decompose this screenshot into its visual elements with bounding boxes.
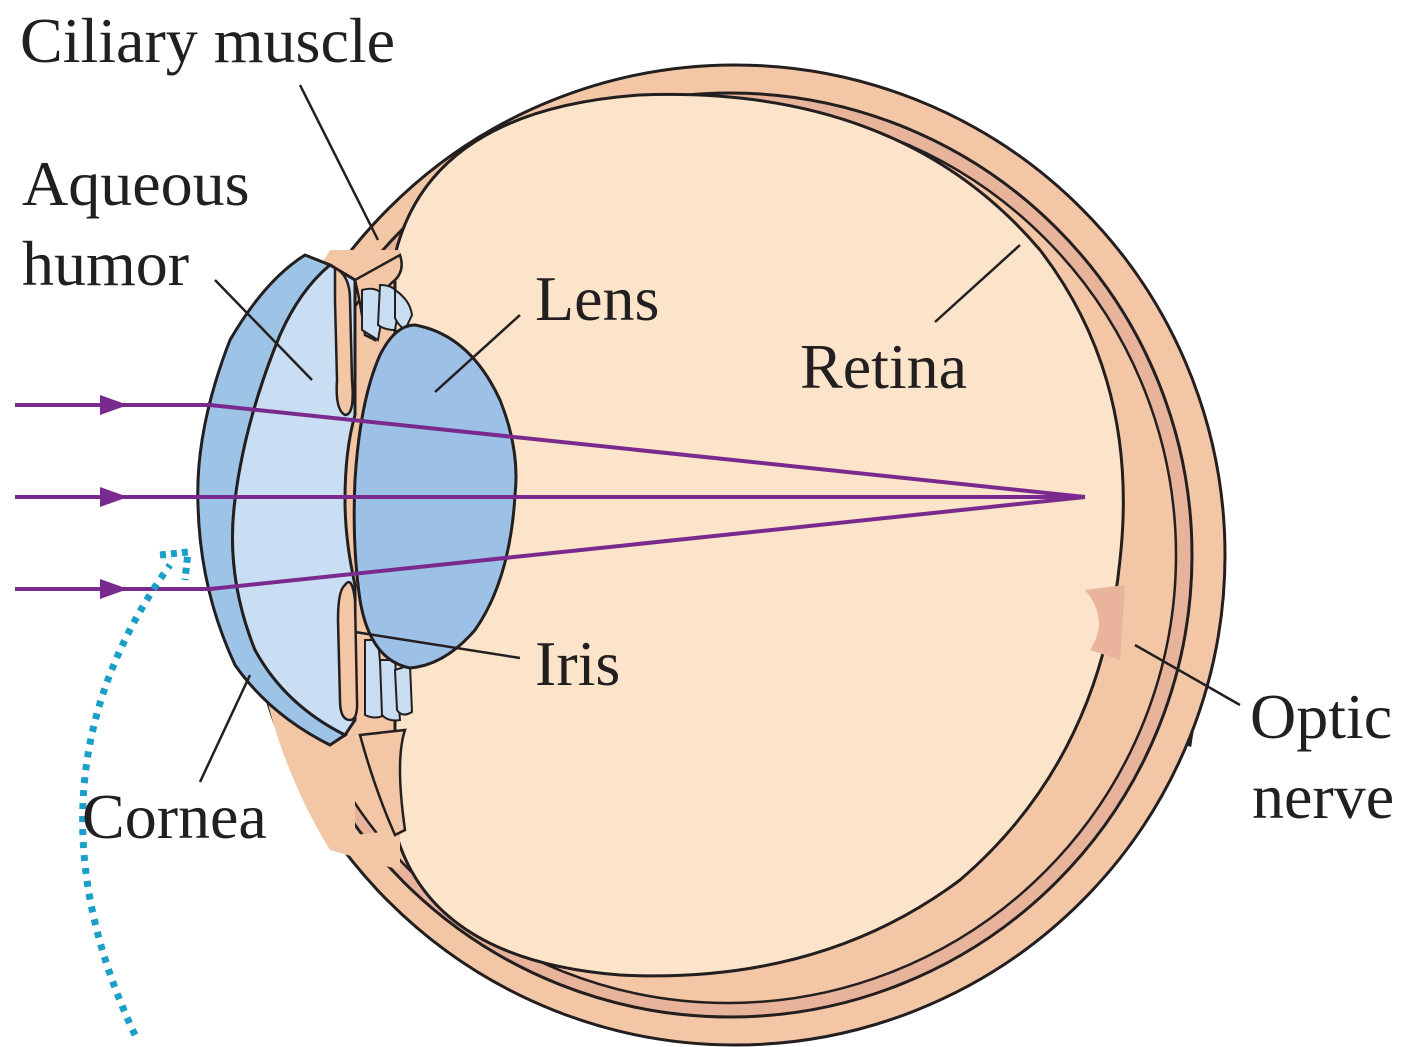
label-optic-line2: nerve: [1252, 761, 1394, 832]
label-iris: Iris: [535, 628, 620, 699]
ciliary-muscle-bottom: [338, 582, 357, 720]
label-aqueous-line1: Aqueous: [22, 148, 250, 219]
label-ciliary-muscle: Ciliary muscle: [20, 5, 395, 76]
label-lens: Lens: [535, 263, 659, 334]
label-cornea: Cornea: [82, 781, 267, 852]
ray-arrow-bottom: [100, 579, 128, 599]
label-optic-line1: Optic: [1250, 681, 1392, 752]
leader-cornea: [200, 675, 250, 782]
ciliary-muscle-top: [335, 268, 353, 415]
label-aqueous-line2: humor: [22, 228, 189, 299]
label-retina: Retina: [800, 331, 967, 402]
ray-arrow-middle: [100, 487, 128, 507]
leader-ciliary: [300, 85, 378, 240]
ray-arrow-top: [100, 395, 128, 415]
